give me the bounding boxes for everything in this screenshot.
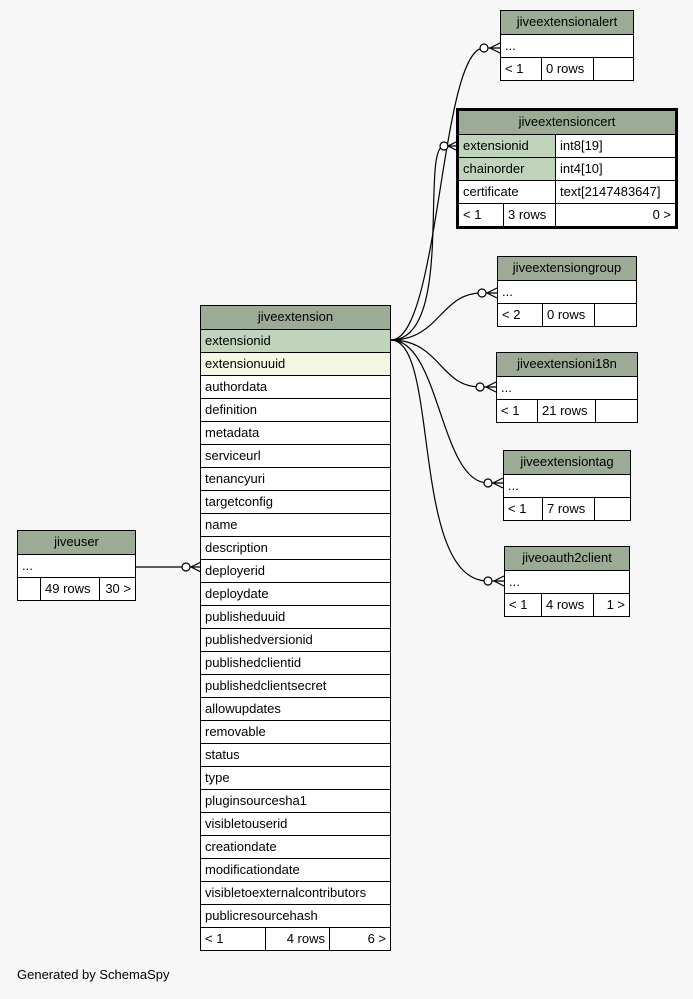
table-row: type	[201, 766, 390, 789]
crowfoot-mark	[189, 561, 202, 573]
table-row: creationdate	[201, 835, 390, 858]
table-row: visibletouserid	[201, 812, 390, 835]
table-footer: < 1 0 rows	[501, 57, 633, 80]
table-row: chainorder int4[10]	[459, 157, 675, 180]
table-row: definition	[201, 398, 390, 421]
table-row: modificationdate	[201, 858, 390, 881]
crowfoot-mark	[446, 140, 459, 152]
table-jiveoauth2client[interactable]: jiveoauth2client ... < 1 4 rows 1 >	[504, 546, 630, 617]
table-footer: < 1 3 rows 0 >	[459, 203, 675, 226]
table-jiveuser[interactable]: jiveuser ... 49 rows 30 >	[17, 530, 136, 601]
table-footer: 49 rows 30 >	[18, 577, 135, 600]
edge-jiveextensiongroup	[390, 292, 497, 341]
crowfoot-mark	[492, 575, 505, 587]
table-row: certificate text[2147483647]	[459, 180, 675, 203]
table-row: removable	[201, 720, 390, 743]
table-header: jiveextension	[201, 306, 390, 329]
table-row: tenancyuri	[201, 467, 390, 490]
edge-jiveextensioncert	[390, 145, 458, 341]
table-row: metadata	[201, 421, 390, 444]
table-footer: < 1 7 rows	[504, 497, 630, 520]
table-jiveextension[interactable]: jiveextension extensionid extensionuuid …	[200, 305, 391, 951]
table-row: visibletoexternalcontributors	[201, 881, 390, 904]
table-row: serviceurl	[201, 444, 390, 467]
edge-jiveoauth2client	[390, 339, 504, 582]
table-row: ...	[18, 554, 135, 577]
table-row: extensionid	[201, 329, 390, 352]
table-jiveextensiongroup[interactable]: jiveextensiongroup ... < 2 0 rows	[497, 256, 637, 327]
edge-end-circle	[475, 382, 485, 392]
table-row: ...	[504, 474, 630, 497]
table-row: ...	[498, 280, 636, 303]
table-header: jiveuser	[18, 531, 135, 554]
table-row: name	[201, 513, 390, 536]
table-footer: < 1 4 rows 1 >	[505, 593, 629, 616]
table-row: allowupdates	[201, 697, 390, 720]
table-row: publishedversionid	[201, 628, 390, 651]
table-row: deployerid	[201, 559, 390, 582]
table-header: jiveextensiongroup	[498, 257, 636, 280]
table-row: publishedclientid	[201, 651, 390, 674]
edge-jiveextensiontag	[390, 339, 503, 484]
edge-jiveextensioni18n	[390, 339, 496, 388]
table-header: jiveextensioni18n	[497, 353, 637, 376]
table-row: deploydate	[201, 582, 390, 605]
crowfoot-mark	[485, 287, 498, 299]
edge-end-circle	[477, 288, 487, 298]
table-footer: < 1 4 rows 6 >	[201, 927, 390, 950]
generated-by-footer: Generated by SchemaSpy	[17, 967, 170, 982]
table-jiveextensionalert[interactable]: jiveextensionalert ... < 1 0 rows	[500, 10, 634, 81]
table-row: status	[201, 743, 390, 766]
table-row: ...	[501, 34, 633, 57]
crowfoot-mark	[484, 381, 497, 393]
table-header: jiveoauth2client	[505, 547, 629, 570]
table-jiveextensioni18n[interactable]: jiveextensioni18n ... < 1 21 rows	[496, 352, 638, 423]
edge-end-circle	[479, 43, 489, 53]
table-row: pluginsourcesha1	[201, 789, 390, 812]
table-header: jiveextensionalert	[501, 11, 633, 34]
table-row: ...	[505, 570, 629, 593]
table-header: jiveextensioncert	[459, 111, 675, 134]
table-row: publishedclientsecret	[201, 674, 390, 697]
table-footer: < 2 0 rows	[498, 303, 636, 326]
table-row: extensionid int8[19]	[459, 134, 675, 157]
table-row: description	[201, 536, 390, 559]
table-footer: < 1 21 rows	[497, 399, 637, 422]
table-row: ...	[497, 376, 637, 399]
table-header: jiveextensiontag	[504, 451, 630, 474]
crowfoot-mark	[491, 477, 504, 489]
edge-end-circle	[181, 562, 191, 572]
table-jiveextensiontag[interactable]: jiveextensiontag ... < 1 7 rows	[503, 450, 631, 521]
table-jiveextensioncert[interactable]: jiveextensioncert extensionid int8[19] c…	[456, 108, 678, 229]
table-row: extensionuuid	[201, 352, 390, 375]
crowfoot-mark	[488, 42, 501, 54]
edge-end-circle	[483, 478, 493, 488]
table-row: targetconfig	[201, 490, 390, 513]
table-row: publicresourcehash	[201, 904, 390, 927]
table-row: authordata	[201, 375, 390, 398]
table-row: publisheduuid	[201, 605, 390, 628]
edge-end-circle	[483, 576, 493, 586]
edge-jiveextensionalert	[390, 47, 500, 341]
